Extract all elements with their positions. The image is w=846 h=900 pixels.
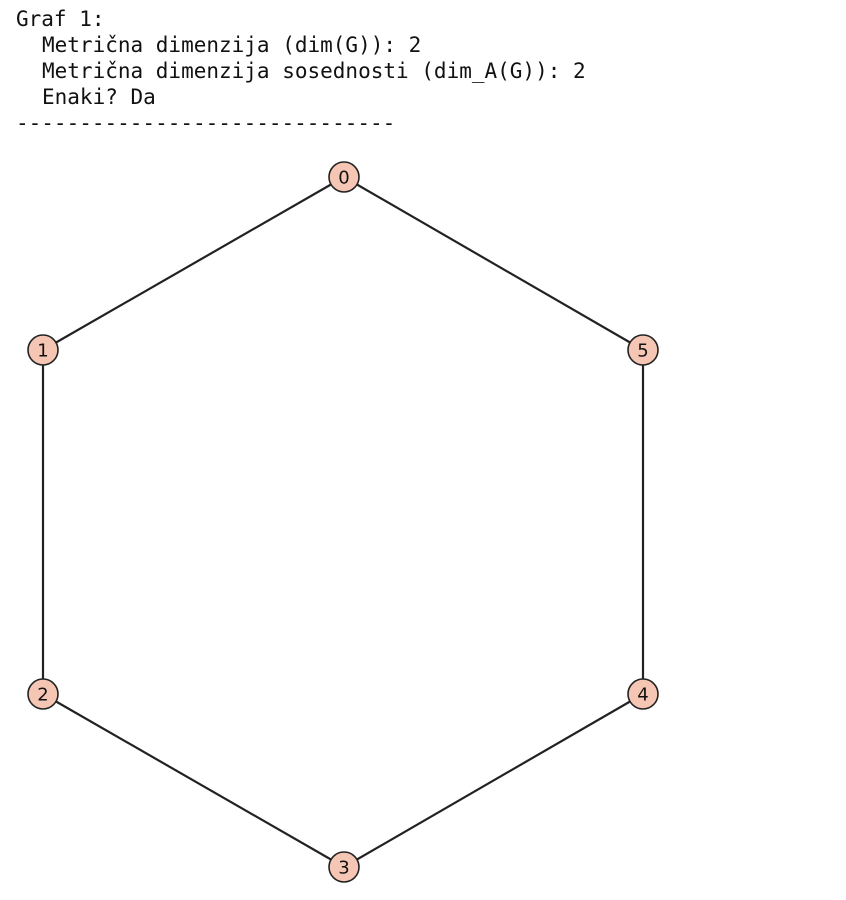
graph-edge-5-0 [343,176,644,351]
metric-dimension-line: Metrična dimenzija (dim(G)): 2 [42,33,422,57]
graph-node-label: 3 [338,858,349,879]
graph-node-circle [27,678,59,710]
adjacency-dimension-line: Metrična dimenzija sosednosti (dim_A(G))… [42,59,586,83]
graph-node-5: 5 [627,334,659,366]
graph-node-circle [27,334,59,366]
graph-node-1: 1 [27,334,59,366]
graph-node-label: 1 [37,341,48,362]
graph-node-label: 0 [338,168,349,189]
graph-node-circle [627,334,659,366]
graph-edge-3-4 [343,693,644,868]
graph-node-4: 4 [627,678,659,710]
graph-node-circle [328,161,360,193]
graph-nodes: 0 1 2 3 4 5 [27,161,659,883]
graph-node-circle [627,678,659,710]
graph-edge-0-1 [42,176,345,351]
graph-node-label: 4 [637,685,648,706]
graph-edges [41,176,645,868]
graph-node-3: 3 [328,851,360,883]
graph-node-0: 0 [328,161,360,193]
graph-node-label: 5 [637,341,648,362]
graph-node-circle [328,851,360,883]
equality-line: Enaki? Da [42,85,156,109]
separator-line: ------------------------------ [16,111,396,135]
graph-heading: Graf 1: [16,7,105,31]
graph-node-label: 2 [37,685,48,706]
graph-edge-2-3 [42,693,345,868]
graph-node-2: 2 [27,678,59,710]
